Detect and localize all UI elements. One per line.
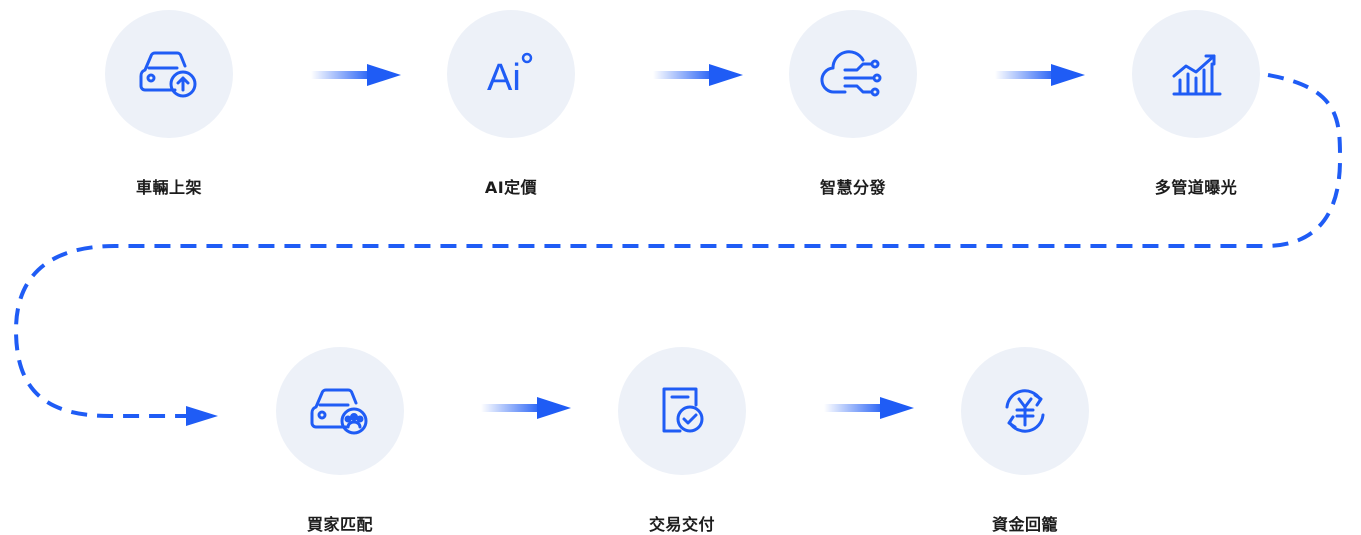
cloud-distribution-icon bbox=[820, 50, 882, 97]
step-label: 智慧分發 bbox=[819, 178, 886, 197]
step-label: 買家匹配 bbox=[306, 515, 373, 534]
step-transaction-delivery: 交易交付 bbox=[592, 347, 772, 535]
step-label: 多管道曝光 bbox=[1154, 178, 1238, 197]
arrow-right-icon bbox=[824, 397, 914, 419]
arrow-right-icon bbox=[481, 397, 571, 419]
currency-cycle-icon bbox=[1005, 389, 1045, 433]
step-circle bbox=[105, 10, 233, 138]
step-circle bbox=[961, 347, 1089, 475]
step-circle bbox=[618, 347, 746, 475]
step-circle bbox=[789, 10, 917, 138]
car-buyers-icon bbox=[310, 388, 368, 435]
step-vehicle-listing: 車輛上架 bbox=[79, 10, 259, 198]
growth-chart-icon bbox=[1172, 54, 1222, 96]
step-smart-distribution: 智慧分發 bbox=[763, 10, 943, 198]
car-upload-icon bbox=[139, 51, 197, 98]
step-circle: Ai bbox=[447, 10, 575, 138]
step-label: 資金回籠 bbox=[991, 515, 1058, 534]
arrow-right-icon bbox=[995, 64, 1085, 86]
step-circle bbox=[276, 347, 404, 475]
step-label: AI定價 bbox=[484, 178, 538, 197]
ai-icon-text: Ai bbox=[487, 57, 521, 99]
step-buyer-matching: 買家匹配 bbox=[250, 347, 430, 535]
document-check-icon bbox=[662, 387, 704, 433]
step-label: 交易交付 bbox=[648, 515, 715, 534]
ai-icon: Ai bbox=[487, 52, 533, 99]
step-multichannel-exposure: 多管道曝光 bbox=[1106, 10, 1286, 198]
step-ai-pricing: Ai AI定價 bbox=[421, 10, 601, 198]
step-circle bbox=[1132, 10, 1260, 138]
step-fund-return: 資金回籠 bbox=[935, 347, 1115, 535]
arrow-right-icon bbox=[311, 64, 401, 86]
arrow-right-icon bbox=[653, 64, 743, 86]
step-label: 車輛上架 bbox=[135, 178, 202, 197]
